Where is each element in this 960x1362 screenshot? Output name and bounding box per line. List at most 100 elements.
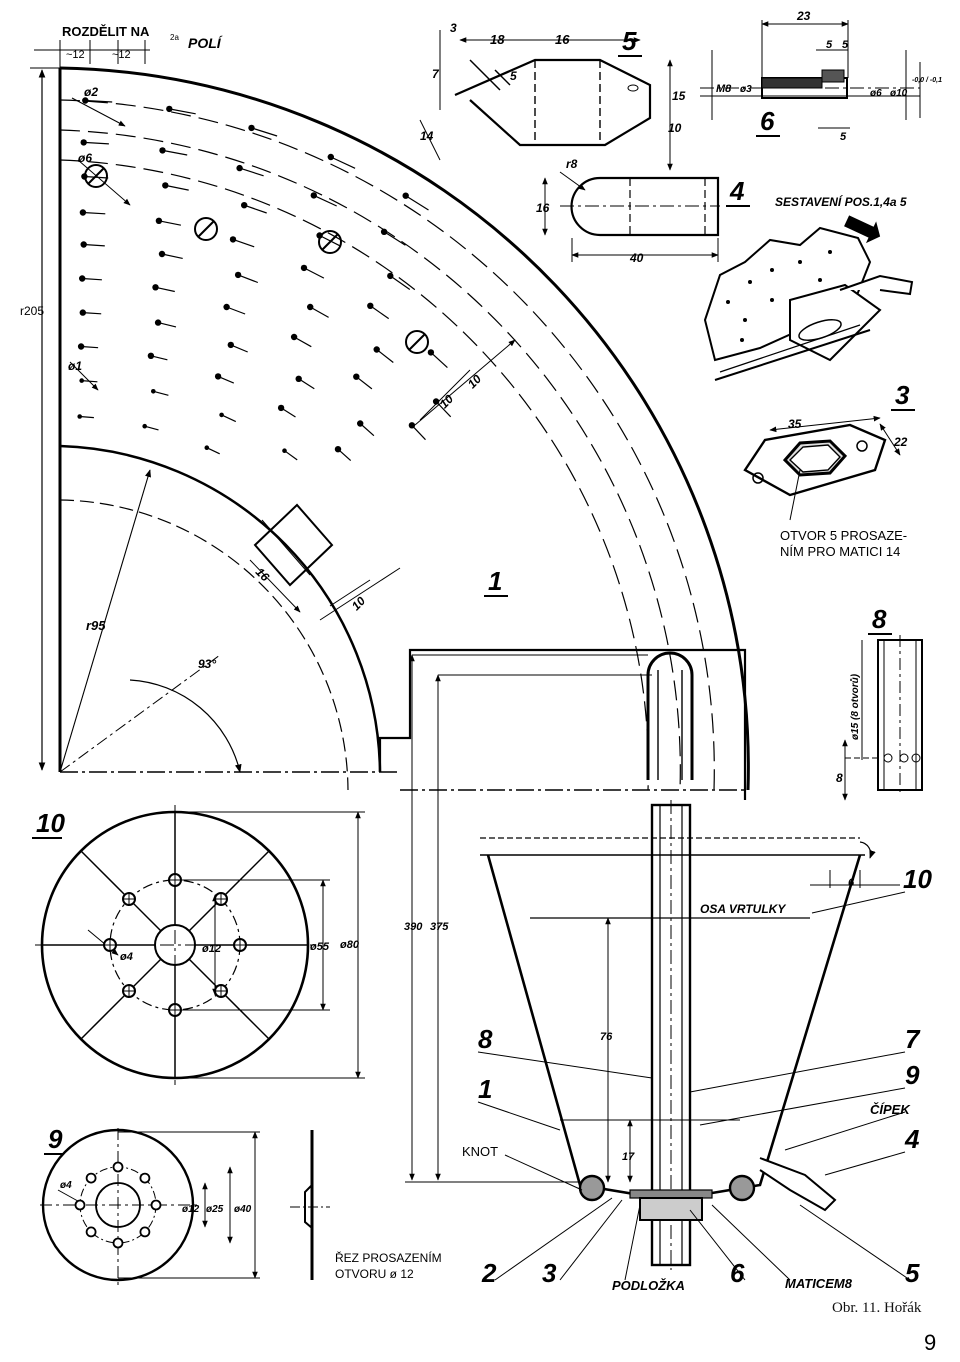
p4-dim-16: 16	[536, 201, 550, 215]
p6-tolerance: -0,0 / -0,1	[912, 77, 942, 84]
callout-8: 8	[478, 1024, 493, 1054]
p3-dim-35: 35	[788, 417, 802, 431]
angle-93: 93°	[198, 657, 216, 671]
p8-dim-8: 8	[836, 771, 843, 785]
perforation-hole	[234, 271, 242, 279]
dim-76: 76	[600, 1031, 613, 1043]
p9-dia-12: ø12	[182, 1204, 200, 1215]
perforation-hole	[277, 404, 285, 412]
p5-dim-18: 18	[490, 32, 505, 47]
callout-4: 4	[904, 1124, 920, 1154]
burner-assembly-section	[405, 651, 911, 1281]
assembly-note: SESTAVENÍ POS.1,4a 5	[775, 194, 907, 209]
p8-holes-note: ø15 (8 otvorů)	[849, 673, 861, 740]
p6-thread-m8: M8	[716, 83, 732, 95]
disc-hole	[112, 1161, 124, 1173]
callout-5: 5	[905, 1258, 920, 1288]
callout-pin: ČÍPEK	[870, 1102, 911, 1117]
p4-dim-40: 40	[629, 251, 644, 265]
disc-10-holes	[103, 873, 247, 1017]
spacing-dim-10-b: 10	[437, 392, 457, 412]
p5-dim-5: 5	[510, 69, 517, 83]
p6-dia-3: ø3	[740, 84, 752, 95]
p5-dim-14: 14	[420, 129, 434, 143]
figure-caption: Obr. 11. Hořák	[832, 1300, 922, 1316]
part-3-number: 3	[895, 380, 910, 410]
callout-1: 1	[478, 1074, 492, 1104]
part-10-number: 10	[36, 808, 65, 838]
part-5-bracket	[419, 30, 673, 171]
part-5-number: 5	[622, 26, 637, 56]
p10-dia-80: ø80	[340, 939, 360, 951]
part-9-disc	[40, 1128, 260, 1285]
p6-dim-23: 23	[796, 9, 811, 23]
section-note-line-1: ŘEZ PROSAZENÍM	[335, 1250, 442, 1265]
dim-12-a: ~12	[66, 49, 85, 61]
p6-dia-10: ø10	[890, 88, 908, 99]
disc-hole	[112, 1237, 124, 1249]
p9-dia-25: ø25	[206, 1204, 224, 1215]
part-6-labels: 23 5 5 5 M8 ø3 ø6 ø10 -0,0 / -0,1 6	[716, 9, 942, 143]
perforation-hole	[300, 264, 308, 272]
callout-2: 2	[481, 1258, 497, 1288]
slot-dim-10: 10	[349, 594, 369, 614]
assembly-labels: 390 375 OSA VRTULKY 76 17 6 10 8 1 7 9 Č…	[404, 864, 932, 1293]
part-4-number: 4	[729, 176, 745, 206]
hole-section-view	[290, 1130, 330, 1280]
page-number: 9	[924, 1330, 937, 1355]
part-8-number: 8	[872, 604, 887, 634]
radius-95: r95	[86, 618, 106, 633]
perforation-hole	[290, 333, 298, 341]
part-1-number: 1	[488, 566, 502, 596]
part-9-labels: 9 ø4 ø12 ø25 ø40	[44, 1124, 252, 1215]
section-note-line-2: OTVORU ø 12	[335, 1267, 414, 1281]
part-9-number: 9	[48, 1124, 63, 1154]
nut-note-line-2: NÍM PRO MATICI 14	[780, 544, 900, 559]
spacing-dim-10-a: 10	[465, 372, 485, 392]
dim-390: 390	[404, 921, 423, 933]
p3-dim-22: 22	[893, 435, 908, 449]
disc-hole	[139, 1172, 151, 1184]
part-8-tube	[842, 635, 923, 801]
p10-dia-4: ø4	[120, 951, 133, 963]
p5-dim-3: 3	[450, 21, 457, 35]
p5-dim-10: 10	[668, 121, 682, 135]
part-3-nut-plate	[743, 415, 901, 521]
part-1-segment-drawing	[30, 40, 750, 800]
split-note-fields: POLÍ	[188, 35, 223, 51]
part-10-labels: 10 ø4 ø12 ø55 ø80	[32, 808, 360, 963]
callout-9: 9	[905, 1060, 920, 1090]
p4-radius-8: r8	[566, 157, 578, 171]
assembly-sketch: SESTAVENÍ POS.1,4a 5	[703, 194, 914, 381]
disc-hole	[85, 1226, 97, 1238]
perforation-hole	[227, 341, 234, 349]
part-5-labels: 3 18 16 7 5 15 14 10 5	[420, 21, 686, 143]
split-note: ROZDĚLIT NA	[62, 24, 150, 39]
disc-hole	[139, 1226, 151, 1238]
disc-hole	[85, 1172, 97, 1184]
hole-dia-2: ø2	[84, 85, 98, 99]
p5-dim-15: 15	[672, 89, 686, 103]
p9-dia-4: ø4	[60, 1180, 72, 1191]
p6-dim-5-a: 5	[826, 39, 833, 51]
callout-6: 6	[730, 1258, 745, 1288]
disc-9-holes	[74, 1161, 162, 1249]
part-1-labels: ROZDĚLIT NA 2a POLÍ ~12 ~12 ø2 ø6 ø1 r20…	[20, 24, 508, 671]
p10-dia-55: ø55	[310, 941, 330, 953]
callout-washer: PODLOŽKA	[612, 1278, 685, 1293]
part-6-screw	[700, 20, 921, 129]
disc-hole	[150, 1199, 162, 1211]
p9-dia-40: ø40	[234, 1204, 252, 1215]
part-4-labels: r8 16 40 4	[536, 157, 750, 265]
p10-dia-12: ø12	[202, 943, 221, 955]
callout-nut: MATICEM8	[785, 1276, 853, 1291]
radius-205: r205	[20, 304, 44, 318]
perforation-hole	[380, 228, 388, 235]
split-note-sup: 2a	[170, 33, 179, 42]
perforation-hole	[154, 319, 162, 326]
propeller-axis-label: OSA VRTULKY	[700, 902, 786, 916]
marked-holes	[69, 97, 429, 391]
hole-dia-1: ø1	[68, 359, 82, 373]
perforation-holes	[77, 97, 452, 462]
